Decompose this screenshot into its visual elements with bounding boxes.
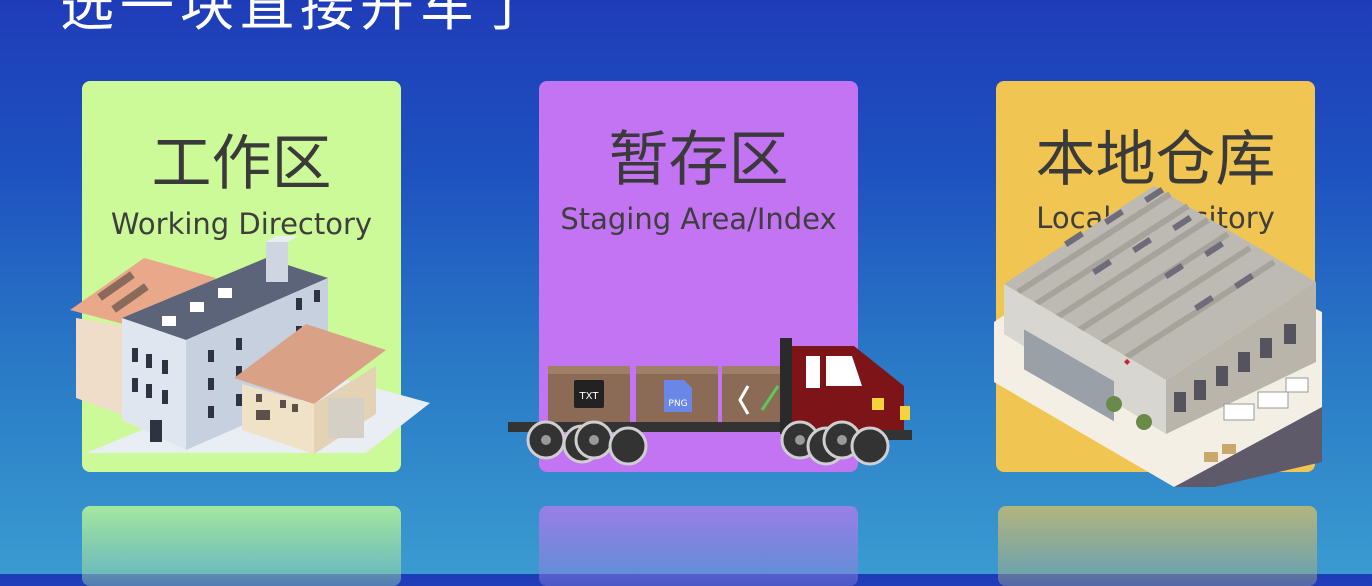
crate-txt: TXT: [548, 366, 630, 424]
card-title: 工作区: [151, 129, 332, 199]
warehouse-icon: ◆: [994, 186, 1322, 487]
crate-code: [722, 366, 788, 424]
svg-text:◆: ◆: [1124, 357, 1131, 366]
card-subtitle: Working Directory: [110, 207, 373, 241]
crate-png: PNG: [636, 366, 718, 424]
card-reflection: [539, 506, 858, 586]
card-subtitle: Staging Area/Index: [560, 202, 837, 236]
factory-icon: [70, 236, 430, 454]
png-file-icon: PNG: [668, 399, 687, 409]
txt-file-icon: TXT: [579, 391, 600, 402]
card-reflection: [998, 506, 1317, 586]
card-title: 本地仓库: [1035, 125, 1276, 195]
card-reflection: [82, 506, 401, 586]
page-title: 选一块直接开车了: [60, 0, 540, 38]
truck-icon: TXT PNG: [508, 338, 912, 466]
card-title: 暂存区: [608, 125, 789, 195]
